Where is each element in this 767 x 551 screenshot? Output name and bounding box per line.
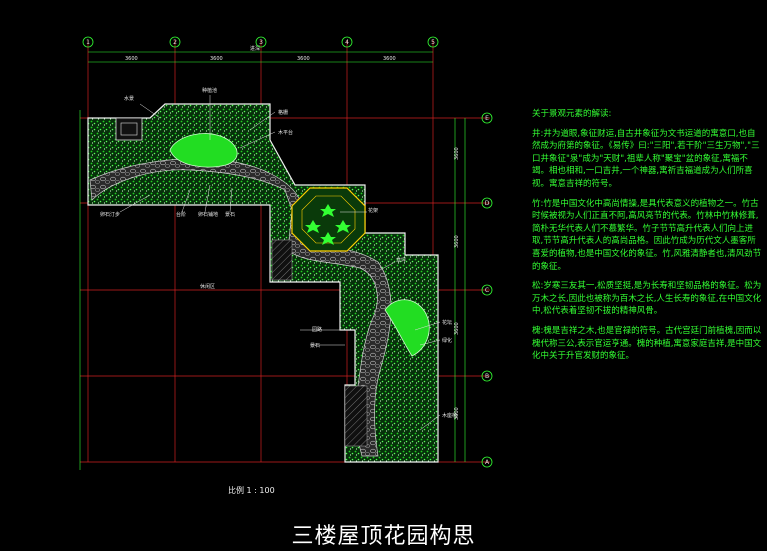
notes-heading: 关于景观元素的解读: (532, 109, 612, 119)
svg-text:卵石汀步: 卵石汀步 (100, 211, 120, 218)
axis-bubbles (82, 36, 493, 468)
svg-text:花架: 花架 (368, 207, 378, 214)
svg-text:水景: 水景 (124, 95, 134, 102)
svg-text:3600: 3600 (454, 147, 460, 160)
svg-text:台阶: 台阶 (176, 211, 186, 218)
note-pine: 松:岁寒三友其一,松质坚挺,是为长寿和坚韧品格的象征。松为万木之长,因此也被称为… (532, 281, 762, 317)
svg-text:格栅: 格栅 (278, 109, 288, 116)
svg-text:A: A (485, 459, 490, 466)
svg-text:休闲区: 休闲区 (200, 283, 215, 290)
axis-labels: 1 2 3 4 5 E D C B A (86, 39, 490, 466)
svg-text:进深: 进深 (250, 45, 260, 52)
pond-upper (169, 133, 238, 168)
paved-square (115, 117, 143, 141)
octagon-pavilion (291, 187, 366, 252)
svg-text:园路: 园路 (312, 326, 322, 333)
dimension-text: 3600 3600 3600 3600 进深 3600 3600 3600 36… (125, 45, 460, 420)
svg-text:景石: 景石 (225, 211, 235, 218)
scale-label: 比例 1 : 100 (228, 486, 275, 495)
svg-text:D: D (485, 200, 490, 207)
svg-text:木座椅: 木座椅 (442, 412, 457, 419)
svg-text:E: E (485, 115, 489, 122)
note-well: 井:井为道眼,象征财运,自古井象征为文书运道的寓意口,也自然成为府第的象征。《易… (532, 128, 760, 189)
plan-annotations: 水景 种植池 格栅 木平台 卵石汀步 台阶 卵石铺地 景石 休闲区 花架 草坪 … (100, 87, 457, 419)
svg-text:卵石铺地: 卵石铺地 (198, 211, 218, 218)
svg-text:3600: 3600 (383, 56, 396, 62)
svg-text:3600: 3600 (454, 407, 460, 420)
svg-text:3600: 3600 (125, 56, 138, 62)
svg-text:花坛: 花坛 (442, 319, 452, 326)
dimension-lines (79, 51, 466, 470)
svg-text:1: 1 (86, 39, 90, 46)
design-notes: 关于景观元素的解读: 井:井为道眼,象征财运,自古井象征为文书运道的寓意口,也自… (532, 108, 762, 370)
note-locust: 槐:槐是吉祥之木,也是官禄的符号。古代宫廷门前植槐,因而以槐代称三公,表示官运亨… (532, 325, 762, 362)
pond-lower (384, 299, 430, 357)
svg-text:3600: 3600 (454, 322, 460, 335)
svg-text:5: 5 (431, 39, 435, 46)
svg-text:C: C (485, 287, 489, 294)
svg-text:2: 2 (173, 39, 177, 46)
svg-text:3: 3 (259, 39, 263, 46)
svg-text:木平台: 木平台 (278, 129, 293, 136)
drawing-title: 三楼屋顶花园构思 (291, 524, 476, 549)
svg-text:B: B (485, 373, 489, 380)
svg-text:绿化: 绿化 (442, 337, 452, 344)
svg-text:4: 4 (345, 39, 349, 46)
svg-text:景石: 景石 (310, 342, 320, 349)
svg-text:3600: 3600 (454, 235, 460, 248)
svg-text:种植池: 种植池 (202, 87, 217, 94)
leader-lines (119, 95, 441, 431)
svg-text:草坪: 草坪 (396, 257, 406, 264)
svg-text:3600: 3600 (210, 56, 223, 62)
deck-area-2 (344, 385, 368, 447)
deck-area-1 (271, 239, 293, 281)
svg-text:3600: 3600 (297, 56, 310, 62)
note-bamboo: 竹:竹是中国文化中高尚情操,是具代表意义的植物之一。竹古时候被视为人们正直不阿,… (532, 198, 762, 272)
